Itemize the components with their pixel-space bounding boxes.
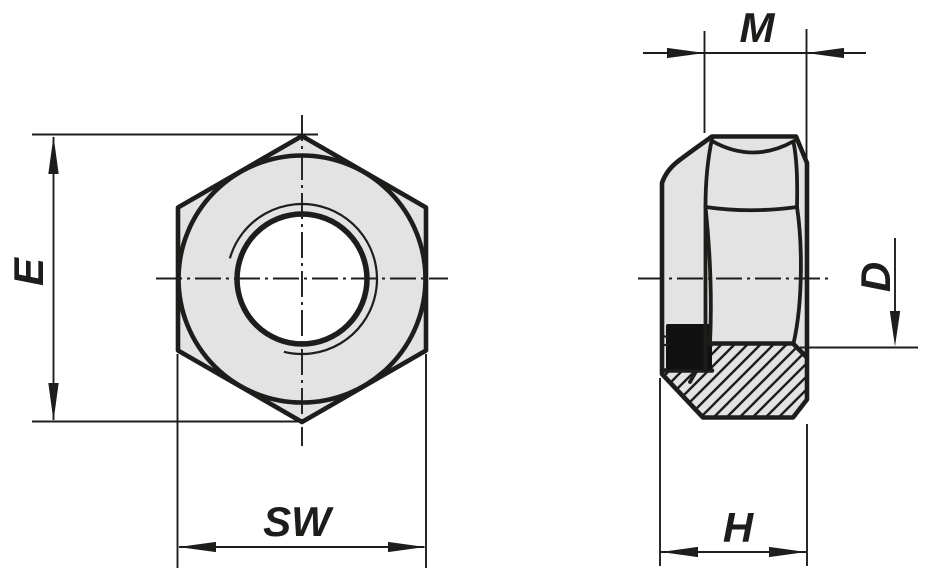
side-view <box>638 134 833 420</box>
thread-arc <box>228 202 379 356</box>
sw-arrow-right <box>388 541 425 553</box>
nylon-insert <box>666 324 712 370</box>
d-label: D <box>852 262 899 292</box>
h-arrow-left <box>661 546 698 558</box>
dimension-m: M <box>643 4 866 160</box>
e-label: E <box>5 256 52 286</box>
sw-arrow-left <box>178 541 216 553</box>
e-arrow-up <box>48 136 59 174</box>
m-arrow-right <box>667 47 705 59</box>
facet-right-curve <box>791 140 803 346</box>
dimension-h: H <box>659 378 808 566</box>
e-arrow-down <box>48 383 59 421</box>
m-arrow-left <box>806 47 844 59</box>
front-view <box>156 115 448 446</box>
h-label: H <box>723 504 755 551</box>
d-arrow-down <box>889 311 901 347</box>
sw-label: SW <box>263 498 334 545</box>
dimension-d: D <box>800 238 918 349</box>
facet-edge-line <box>703 205 799 213</box>
m-label: M <box>740 4 776 51</box>
section-hatch-area <box>662 343 807 417</box>
h-arrow-right <box>769 546 806 558</box>
dimension-e: E <box>5 133 318 423</box>
dimension-sw: SW <box>176 354 427 568</box>
facet-top-chamfer-arc <box>710 139 796 155</box>
